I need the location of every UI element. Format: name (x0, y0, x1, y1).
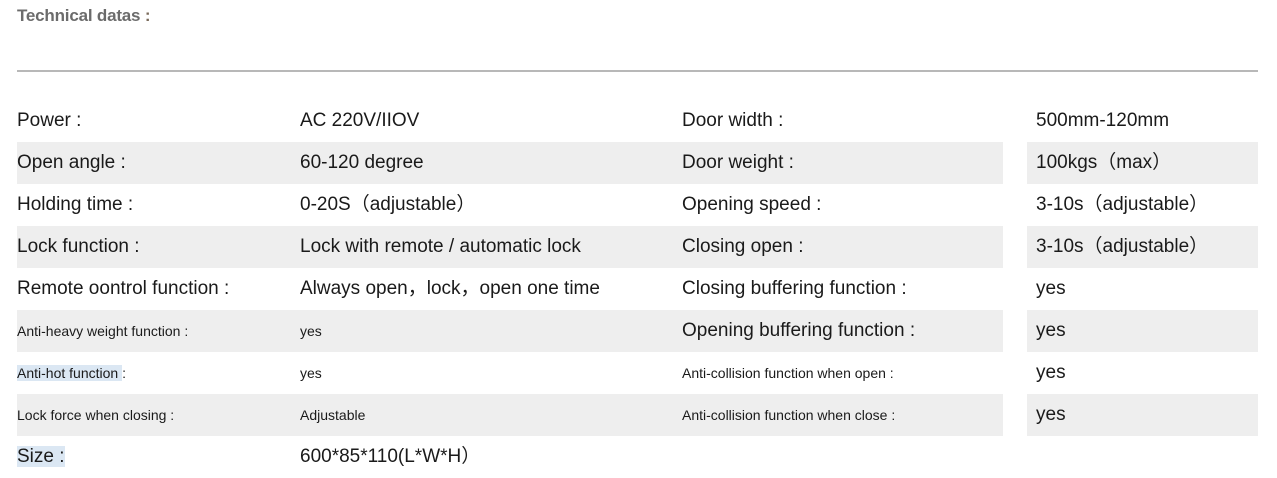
spec-label-door-width: Door width : (682, 110, 784, 131)
spec-value-size: 600*85*110(L*W*H） (300, 446, 481, 467)
spec-value-anti-collision-close: yes (1036, 404, 1066, 425)
page-title: Technical datas : (17, 6, 150, 26)
table-row: Remote oontrol function : Always open，lo… (0, 268, 1277, 310)
table-row: Power : AC 220V/IIOV Door width : 500mm-… (0, 100, 1277, 142)
table-row: Size : 600*85*110(L*W*H） (0, 436, 1277, 478)
spec-label-closing-open: Closing open : (682, 236, 804, 257)
table-row: Open angle : 60-120 degree Door weight :… (0, 142, 1277, 184)
spec-value-closing-buffering-function: yes (1036, 278, 1066, 299)
spec-label-lock-function: Lock function : (17, 236, 140, 257)
spec-value-opening-speed: 3-10s（adjustable） (1036, 194, 1209, 215)
spec-label-lock-force-when-closing: Lock force when closing : (17, 407, 175, 423)
row-stripe-right (1027, 226, 1258, 268)
spec-label-opening-speed: Opening speed : (682, 194, 822, 215)
spec-label-anti-hot-colon: : (122, 365, 126, 381)
row-stripe-left (17, 394, 1003, 436)
spec-value-lock-force-when-closing: Adjustable (300, 407, 366, 423)
spec-label-closing-buffering-function: Closing buffering function : (682, 278, 907, 299)
spec-label-anti-collision-open: Anti-collision function when open : (682, 365, 894, 381)
spec-value-door-width: 500mm-120mm (1036, 110, 1170, 131)
spec-label-opening-buffering-function: Opening buffering function : (682, 320, 916, 341)
table-row: Lock force when closing : Adjustable Ant… (0, 394, 1277, 436)
header-divider (17, 70, 1258, 72)
spec-label-power: Power : (17, 110, 82, 131)
spec-label-door-weight: Door weight : (682, 152, 794, 173)
spec-value-power: AC 220V/IIOV (300, 110, 420, 131)
spec-value-anti-collision-open: yes (1036, 362, 1066, 383)
spec-value-closing-open: 3-10s（adjustable） (1036, 236, 1209, 257)
spec-label-holding-time: Holding time : (17, 194, 134, 215)
technical-specs-table: Power : AC 220V/IIOV Door width : 500mm-… (0, 100, 1277, 478)
row-stripe-right (1027, 310, 1258, 352)
row-stripe-left (17, 226, 1003, 268)
page-title-text: Technical datas (17, 6, 141, 25)
spec-value-door-weight: 100kgs（max） (1036, 152, 1172, 173)
table-row: Holding time : 0-20S（adjustable） Opening… (0, 184, 1277, 226)
selected-text-anti-hot: Anti-hot function (17, 365, 123, 381)
spec-value-remote-control-function: Always open，lock，open one time (300, 278, 600, 299)
spec-value-open-angle: 60-120 degree (300, 152, 424, 173)
spec-value-anti-hot-function: yes (300, 365, 322, 381)
row-stripe-left (17, 310, 1003, 352)
spec-label-open-angle: Open angle : (17, 152, 126, 173)
spec-label-anti-hot-function: Anti-hot function : (17, 352, 126, 394)
spec-label-remote-control-function: Remote oontrol function : (17, 278, 230, 299)
row-stripe-right (1027, 394, 1258, 436)
row-stripe-right (1027, 142, 1258, 184)
spec-value-holding-time: 0-20S（adjustable） (300, 194, 476, 215)
spec-value-opening-buffering-function: yes (1036, 320, 1066, 341)
spec-label-size: Size : (17, 436, 65, 478)
spec-label-anti-heavy-weight-function: Anti-heavy weight function : (17, 323, 189, 339)
table-row: Anti-hot function : yes Anti-collision f… (0, 352, 1277, 394)
spec-value-lock-function: Lock with remote / automatic lock (300, 236, 581, 257)
page-title-colon: : (140, 6, 151, 25)
table-row: Anti-heavy weight function : yes Opening… (0, 310, 1277, 352)
spec-label-anti-collision-close: Anti-collision function when close : (682, 407, 896, 423)
table-row: Lock function : Lock with remote / autom… (0, 226, 1277, 268)
selected-text-size: Size : (17, 446, 65, 467)
row-stripe-left (17, 142, 1003, 184)
spec-value-anti-heavy-weight-function: yes (300, 323, 322, 339)
